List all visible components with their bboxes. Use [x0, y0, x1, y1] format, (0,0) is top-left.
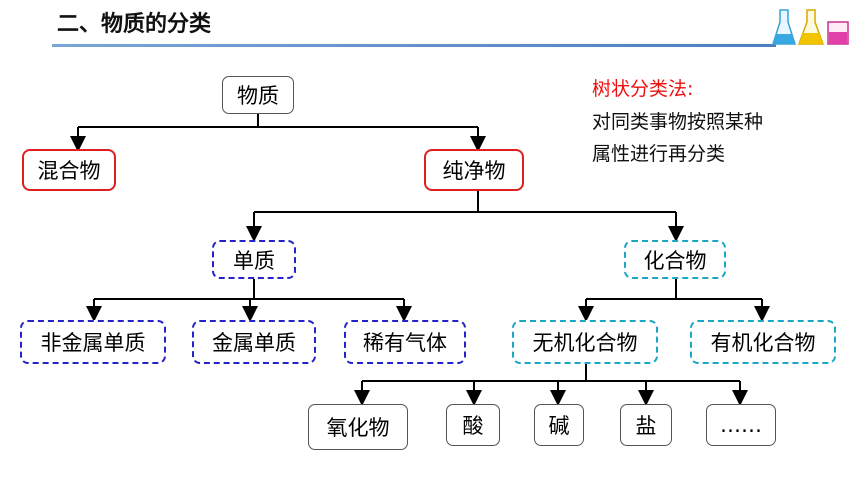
flask-icons: [772, 9, 849, 45]
note-title: 树状分类法:: [592, 78, 694, 100]
pink-beaker-icon: [827, 21, 849, 45]
yellow-flask-icon: [797, 9, 825, 45]
page-title: 二、物质的分类: [57, 12, 212, 37]
node-nonmetal-element: 非金属单质: [20, 320, 166, 364]
node-inorganic-compound: 无机化合物: [512, 320, 658, 364]
node-base: 碱: [534, 404, 584, 446]
node-ellipsis: ……: [706, 404, 776, 446]
node-organic-compound: 有机化合物: [690, 320, 836, 364]
node-salt: 盐: [620, 404, 672, 446]
node-metal-element: 金属单质: [192, 320, 316, 364]
node-oxide: 氧化物: [308, 404, 408, 450]
node-acid: 酸: [446, 404, 500, 446]
node-mixture: 混合物: [22, 149, 116, 191]
title-underline: [52, 44, 776, 47]
note-line-2: 属性进行再分类: [592, 143, 726, 165]
blue-flask-icon: [772, 9, 797, 45]
node-pure-substance: 纯净物: [424, 149, 524, 191]
node-noble-gas: 稀有气体: [344, 320, 466, 364]
note-line-1: 对同类事物按照某种: [592, 111, 764, 133]
node-element: 单质: [212, 240, 296, 279]
node-compound: 化合物: [624, 240, 726, 279]
node-root: 物质: [222, 76, 294, 114]
